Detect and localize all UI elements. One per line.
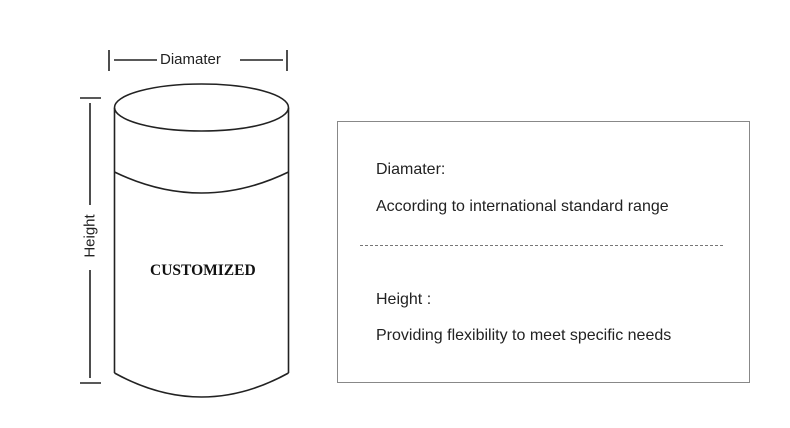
cylinder-label: CUSTOMIZED: [150, 262, 256, 279]
diameter-title: Diamater:: [376, 161, 446, 178]
diameter-description: According to international standard rang…: [376, 198, 669, 215]
height-label: Height: [81, 214, 99, 258]
info-box: [337, 121, 750, 383]
cylinder-bottom-curve: [114, 372, 289, 398]
diameter-label: Diamater: [160, 51, 221, 68]
height-title: Height :: [376, 291, 432, 308]
divider: [360, 245, 723, 246]
cylinder-top-ellipse: [113, 83, 290, 132]
height-description: Providing flexibility to meet specific n…: [376, 327, 672, 344]
lid-band-line: [114, 171, 289, 194]
